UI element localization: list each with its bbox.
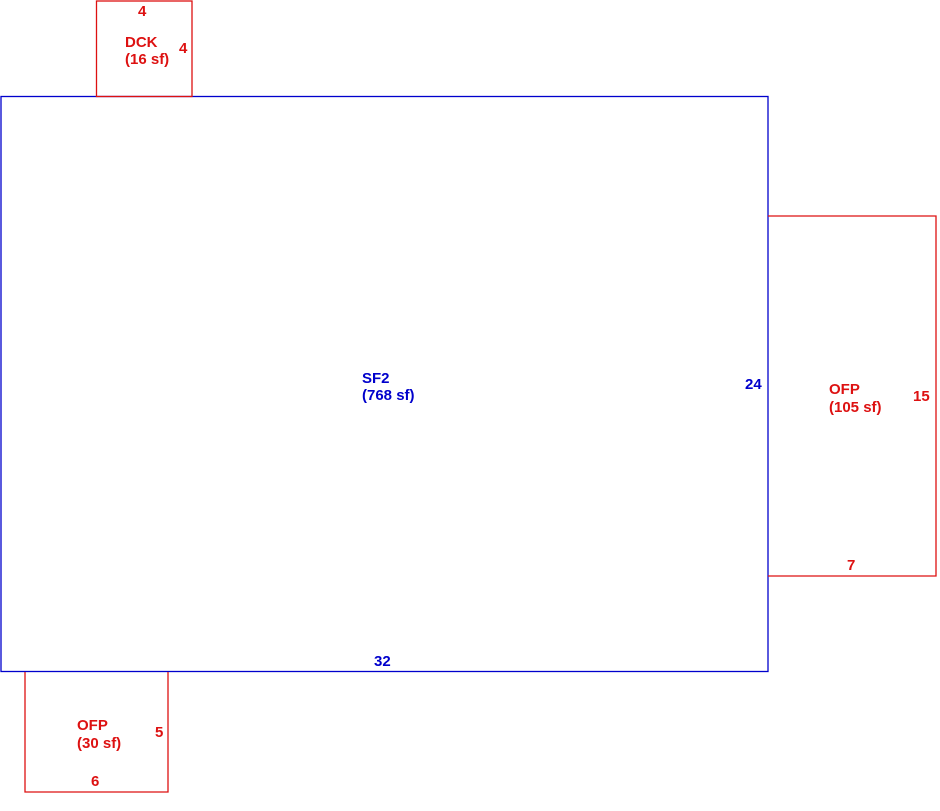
sf2-width-dimension: 32 <box>374 653 391 670</box>
ofp-right-code-label: OFP <box>829 381 860 398</box>
area-sf2[interactable]: SF2 (768 sf) 24 32 <box>0 95 769 673</box>
dck-depth-dimension: 4 <box>179 40 188 57</box>
ofp-right-area-label: (105 sf) <box>829 399 882 416</box>
area-ofp-right[interactable]: OFP (105 sf) 15 7 <box>768 215 937 577</box>
ofp-bottom-width-dimension: 6 <box>91 773 99 790</box>
ofp-bottom-code-label: OFP <box>77 717 108 734</box>
dck-width-dimension: 4 <box>138 3 147 20</box>
sf2-code-label: SF2 <box>362 370 390 387</box>
sf2-outline <box>0 95 769 673</box>
area-dck[interactable]: DCK (16 sf) 4 4 <box>95 0 193 98</box>
dck-code-label: DCK <box>125 34 158 51</box>
dck-outline <box>95 0 193 98</box>
ofp-bottom-outline <box>24 672 169 793</box>
sf2-depth-dimension: 24 <box>745 376 762 393</box>
ofp-bottom-depth-dimension: 5 <box>155 724 163 741</box>
ofp-bottom-area-label: (30 sf) <box>77 735 121 752</box>
ofp-right-width-dimension: 7 <box>847 557 855 574</box>
dck-area-label: (16 sf) <box>125 51 169 68</box>
sf2-area-label: (768 sf) <box>362 387 415 404</box>
ofp-right-depth-dimension: 15 <box>913 388 930 405</box>
ofp-right-outline <box>768 215 937 577</box>
area-ofp-bottom[interactable]: OFP (30 sf) 5 6 <box>24 672 169 793</box>
